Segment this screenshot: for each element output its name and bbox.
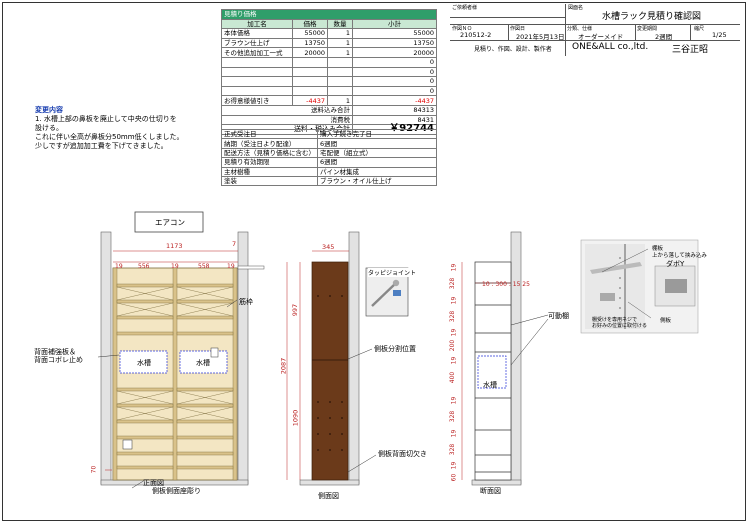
tank-left [119,350,168,374]
section-view [461,231,549,486]
detail-note-2: お好みの位置に取付ける [592,323,648,329]
table-row: 塗装ブラウン・オイル仕上げ [221,175,437,187]
split-label: 側板分割位置 [374,345,416,353]
drawing-name-label: 図面名 [568,5,584,11]
tank-left-label: 水槽 [137,359,151,367]
dim-seg-d: 558 [198,263,210,270]
notes-line: 少しですが追加加工費を下げてきました。 [35,142,168,150]
detail-note-1: 棚受けを専用ネジで [592,317,638,323]
dim-total-height: 2087 [279,357,288,375]
change-notes: 変更内容 1. 水槽上部の鼻板を廃止して中央の仕切りを 設ける。 これに伴い全高… [35,106,184,151]
category: オーダーメイド [578,33,624,41]
dim-seg-b: 556 [138,263,150,270]
dim-sec-12: 19 [450,461,458,470]
section-tank-label: 水槽 [483,381,497,389]
detail-view [580,239,699,334]
dim-sec-6: 19 [450,356,458,365]
front-view-caption: 正面図 [143,479,164,487]
notes-title: 変更内容 [35,106,63,114]
front-view [97,211,265,489]
dim-sec-7: 400 [449,371,457,384]
post-label: 筋枠 [239,298,253,306]
detail-shelf-label: 棚板 [652,246,664,252]
maker-company: ONE&ALL co.,ltd. [572,42,649,52]
dim-sec-3: 328 [449,310,457,323]
maker-person: 三谷正昭 [672,45,709,55]
dim-sec-9: 328 [449,410,457,423]
floor [100,479,249,486]
category-label: 分類、仕様 [567,26,593,32]
dim-seg-c: 19 [171,263,179,270]
drawing-no-label: 作図ＮＯ [452,26,473,32]
dim-sec-4: 19 [450,328,458,337]
dim-sec-5: 200 [449,339,457,352]
section-view-caption: 断面図 [480,487,501,495]
dim-sec-1: 328 [449,277,457,290]
dim-seg-e: 19 [227,263,235,270]
cond-value: ブラウン・オイル仕上げ [317,175,437,187]
dim-sec-13: 60 [450,473,458,482]
joint-label: タッピジョイント [368,268,417,277]
dim-upper-height: 997 [291,303,300,317]
dim-depth: 345 [322,243,335,251]
dim-sec-11: 328 [449,443,457,456]
shelf-label: 可動棚 [548,312,569,320]
back-board-label-2: 背面コボレ止め [34,356,83,364]
detail-dowel-label: ダボY [666,260,685,268]
drawing-date: 2021年5月13日 [516,33,565,41]
drawing-no: 210512-2 [460,31,492,39]
left-wall [100,231,112,485]
maker-label: 見積り、作図、設計、製作者 [474,46,552,53]
customer-label: ご依頼者様 [452,5,478,11]
back-board-label: 背面補強板＆ [34,348,76,356]
drawing-name: 水槽ラック見積り確認図 [602,12,702,22]
date-label: 作図日 [510,26,526,32]
tank-right-label: 水槽 [196,359,210,367]
right-wall [237,231,249,485]
scale-label: 縮尺 [694,26,705,32]
notes-line: 1. 水槽上部の鼻板を廃止して中央の仕切りを [35,115,177,123]
scale: 1/25 [712,31,727,39]
dim-sec-0: 19 [450,263,458,272]
detail-shelf-label-2: 上から落して挟み込み [652,253,707,259]
section-top-dims: 10 : 300 : 15 25 [482,281,530,288]
dim-sec-2: 19 [450,296,458,305]
dim-sec-10: 19 [450,429,458,438]
dim-lower-height: 1090 [291,409,300,427]
dim-gap: 7 [232,240,237,248]
dim-base: 70 [90,465,98,474]
notes-line: 設ける。 [35,124,63,132]
dim-width: 1173 [166,242,183,250]
notch-label: 側板背面切欠き [378,450,427,458]
dim-sec-8: 19 [450,396,458,405]
section-tank [477,355,507,389]
side-panel [311,261,349,481]
side-view-caption: 側面図 [318,492,339,500]
period-label: 変更期間 [637,26,658,32]
notes-line: これに伴い全高が鼻板分50mm低くしました。 [35,133,184,141]
aircon-box [134,211,204,233]
detail-side-label: 側板 [660,318,672,324]
title-block: ご依頼者様 図面名 水槽ラック見積り確認図 作図ＮＯ 210512-2 作図日 … [450,4,740,56]
section-body [474,261,512,481]
side-seat-label: 側板側面座彫り [152,487,201,495]
conditions-table: 正式受注日購入手続き完了日 納期（受注日より配達）6週間 配送方法（見積り価格に… [221,128,437,187]
aircon-label: エアコン [155,218,185,227]
dim-seg-a: 19 [115,263,123,270]
period: 2週間 [655,33,673,41]
